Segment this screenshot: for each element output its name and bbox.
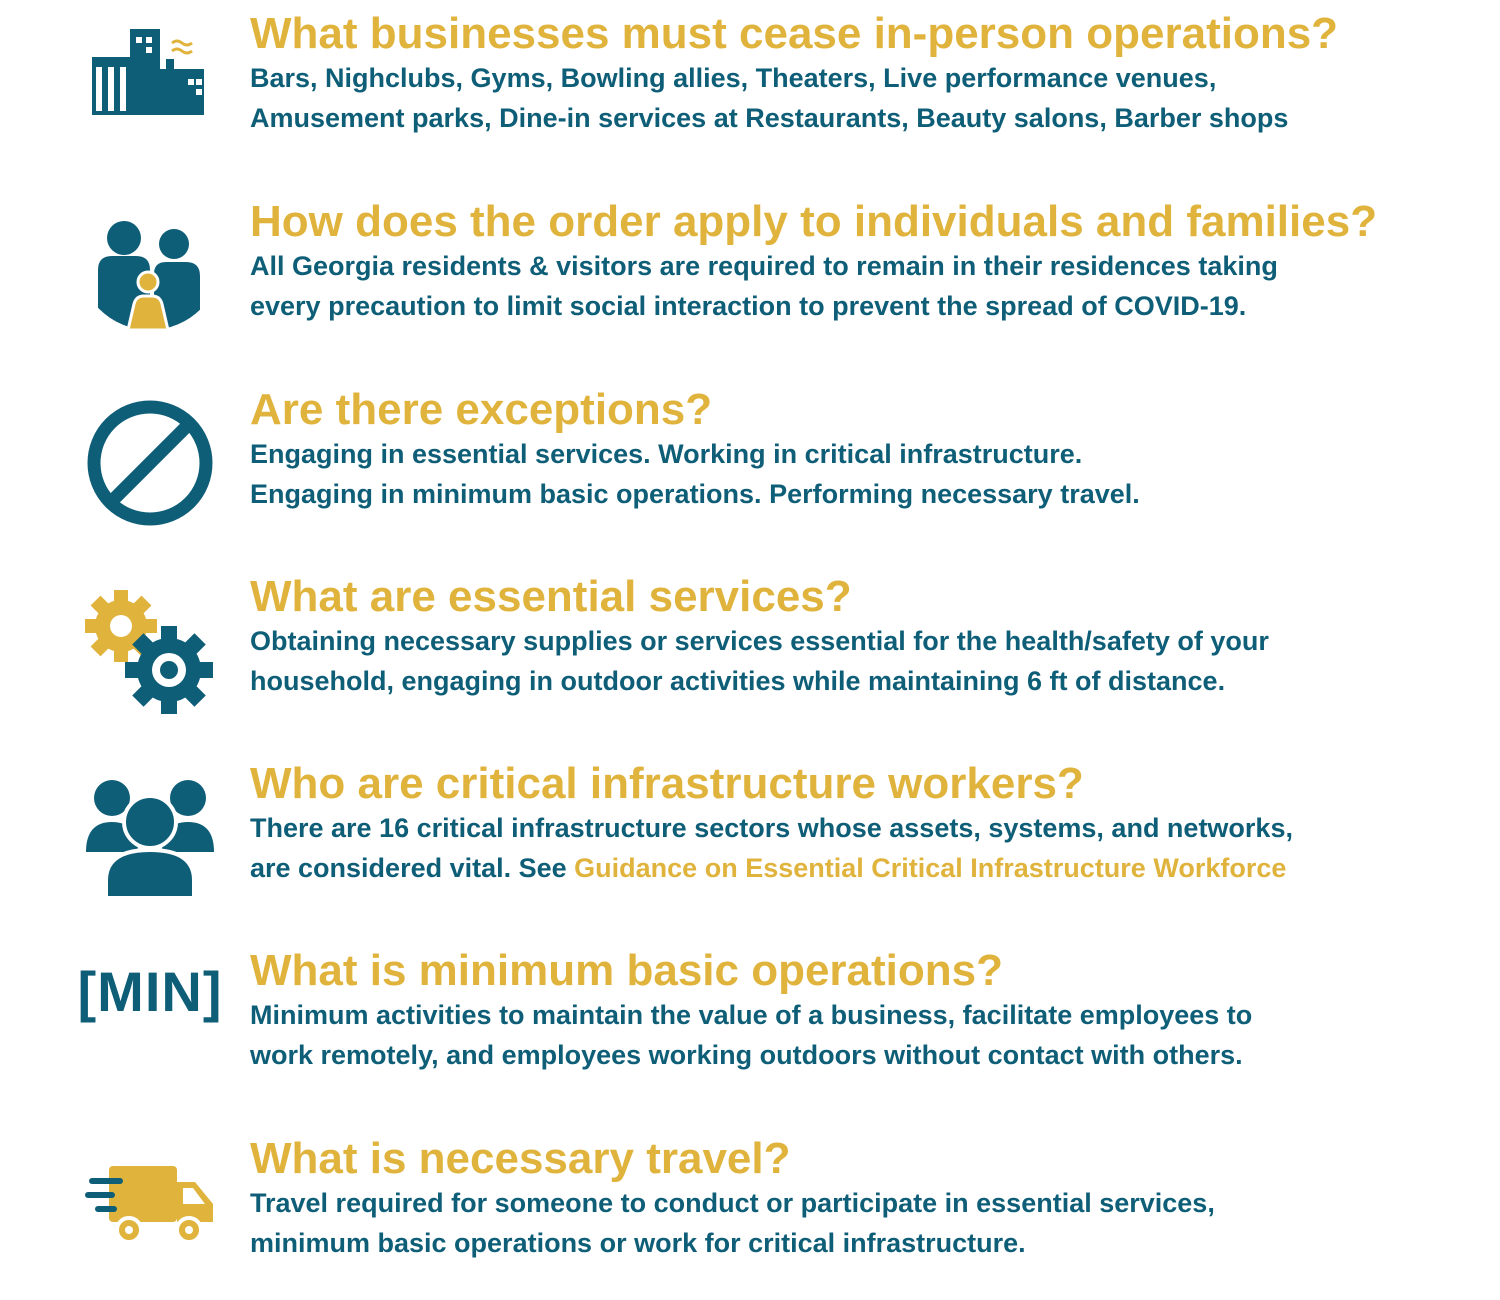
answer-text: Obtaining necessary supplies or services… [250, 621, 1490, 701]
question-heading: What are essential services? [250, 572, 852, 621]
answer-line-with-link: are considered vital. See Guidance on Es… [250, 848, 1490, 888]
question-heading: How does the order apply to individuals … [250, 197, 1378, 246]
buildings-icon [82, 24, 218, 124]
faq-text-exceptions: Are there exceptions? Engaging in essent… [250, 386, 1490, 514]
question-heading: Who are critical infrastructure workers? [250, 759, 1084, 808]
guidance-link[interactable]: Guidance on Essential Critical Infrastru… [574, 853, 1287, 883]
answer-line: There are 16 critical infrastructure sec… [250, 813, 1293, 843]
answer-text: Engaging in essential services. Working … [250, 434, 1490, 514]
answer-line: household, engaging in outdoor activitie… [250, 666, 1226, 696]
answer-line-prefix: are considered vital. See [250, 853, 575, 883]
family-icon [82, 214, 218, 334]
answer-line: every precaution to limit social interac… [250, 291, 1247, 321]
answer-line: Bars, Nighclubs, Gyms, Bowling allies, T… [250, 63, 1217, 93]
answer-line: work remotely, and employees working out… [250, 1040, 1243, 1070]
answer-line: Engaging in minimum basic operations. Pe… [250, 479, 1140, 509]
question-heading: What is minimum basic operations? [250, 946, 1004, 995]
faq-text-families: How does the order apply to individuals … [250, 198, 1490, 326]
faq-text-essential-services: What are essential services? Obtaining n… [250, 573, 1490, 701]
group-icon [82, 776, 218, 900]
answer-line: Travel required for someone to conduct o… [250, 1188, 1215, 1218]
faq-text-businesses: What businesses must cease in-person ope… [250, 10, 1490, 138]
min-bracket-icon: [MIN] [78, 957, 222, 1027]
answer-line: Minimum activities to maintain the value… [250, 1000, 1253, 1030]
question-heading: What is necessary travel? [250, 1134, 791, 1183]
answer-line: Amusement parks, Dine-in services at Res… [250, 103, 1289, 133]
question-heading: What businesses must cease in-person ope… [250, 9, 1339, 58]
gears-icon [82, 587, 218, 717]
question-heading: Are there exceptions? [250, 385, 713, 434]
answer-text: Bars, Nighclubs, Gyms, Bowling allies, T… [250, 58, 1490, 138]
faq-text-critical-workers: Who are critical infrastructure workers?… [250, 760, 1490, 888]
answer-line: Obtaining necessary supplies or services… [250, 626, 1269, 656]
answer-line: All Georgia residents & visitors are req… [250, 251, 1278, 281]
answer-text: Travel required for someone to conduct o… [250, 1183, 1490, 1263]
answer-line: minimum basic operations or work for cri… [250, 1228, 1026, 1258]
min-badge-text: [MIN] [77, 960, 223, 1023]
answer-text: Minimum activities to maintain the value… [250, 995, 1490, 1075]
prohibited-icon [82, 398, 218, 528]
delivery-truck-icon [82, 1155, 218, 1255]
answer-text: All Georgia residents & visitors are req… [250, 246, 1490, 326]
answer-line: Engaging in essential services. Working … [250, 439, 1083, 469]
faq-text-minimum-operations: What is minimum basic operations? Minimu… [250, 947, 1490, 1075]
faq-text-necessary-travel: What is necessary travel? Travel require… [250, 1135, 1490, 1263]
answer-text: There are 16 critical infrastructure sec… [250, 808, 1490, 888]
